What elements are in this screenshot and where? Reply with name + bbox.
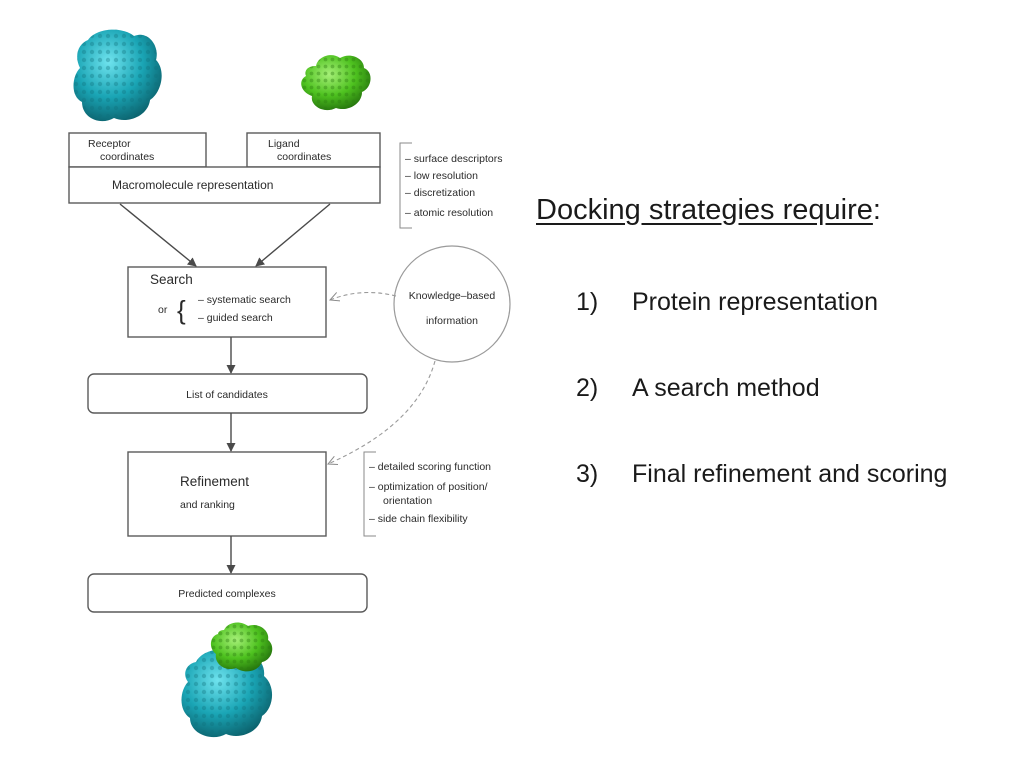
refinement-title: Refinement xyxy=(180,474,249,489)
protein-complex-image xyxy=(181,622,273,738)
strategy-number: 1) xyxy=(576,288,599,316)
strategy-item: 3) Final refinement and scoring xyxy=(576,460,947,489)
representation-option: – surface descriptors xyxy=(405,153,502,165)
knowledge-to-search-arrow xyxy=(330,292,397,300)
arrow-to-search-left xyxy=(119,203,197,267)
refinement-option: orientation xyxy=(383,495,432,507)
strategy-number: 3) xyxy=(576,460,599,488)
search-option: – guided search xyxy=(198,312,273,324)
slide-heading-colon: : xyxy=(872,194,881,226)
strategy-text: A search method xyxy=(632,374,820,402)
strategy-item: 1) Protein representation xyxy=(576,288,878,317)
ligand-coordinates-box xyxy=(246,132,381,168)
refinement-option: – detailed scoring function xyxy=(369,461,491,473)
knowledge-based-information-circle xyxy=(393,245,511,363)
ligand-label-line2: coordinates xyxy=(277,151,331,163)
knowledge-label-line2: information xyxy=(426,315,478,327)
strategy-text: Final refinement and scoring xyxy=(632,460,948,488)
refinement-option: – side chain flexibility xyxy=(369,513,468,525)
receptor-protein-image xyxy=(73,29,162,122)
macromolecule-representation-box xyxy=(68,166,381,204)
list-of-candidates-label: List of candidates xyxy=(186,389,268,401)
representation-bracket xyxy=(399,142,412,229)
arrow-to-search-right xyxy=(255,203,331,267)
strategy-item: 2) A search method xyxy=(576,374,820,403)
ligand-label-line1: Ligand xyxy=(268,138,300,150)
search-option: – systematic search xyxy=(198,294,291,306)
strategy-text: Protein representation xyxy=(632,288,878,316)
search-or-label: or xyxy=(158,304,168,316)
receptor-label-line1: Receptor xyxy=(88,138,131,150)
representation-option: – discretization xyxy=(405,187,475,199)
receptor-label-line2: coordinates xyxy=(100,151,154,163)
ligand-protein-image xyxy=(301,55,371,111)
knowledge-label-line1: Knowledge–based xyxy=(409,290,496,302)
representation-option: – atomic resolution xyxy=(405,207,493,219)
search-brace: { xyxy=(177,295,186,325)
knowledge-to-refinement-arrow xyxy=(328,360,436,464)
search-title: Search xyxy=(150,272,193,287)
list-of-candidates-box xyxy=(87,373,368,414)
refinement-bracket xyxy=(363,451,376,537)
refinement-box xyxy=(127,451,327,537)
representation-option: – low resolution xyxy=(405,170,478,182)
slide-heading-text: Docking strategies require xyxy=(536,194,873,226)
refinement-subtitle: and ranking xyxy=(180,499,235,511)
strategy-number: 2) xyxy=(576,374,599,402)
refinement-option: – optimization of position/ xyxy=(369,481,488,493)
predicted-complexes-label: Predicted complexes xyxy=(178,588,275,600)
predicted-complexes-box xyxy=(87,573,368,613)
slide-heading: Docking strategies require: xyxy=(536,194,881,227)
macromolecule-representation-label: Macromolecule representation xyxy=(112,178,273,192)
receptor-coordinates-box xyxy=(68,132,207,168)
search-box xyxy=(127,266,327,338)
